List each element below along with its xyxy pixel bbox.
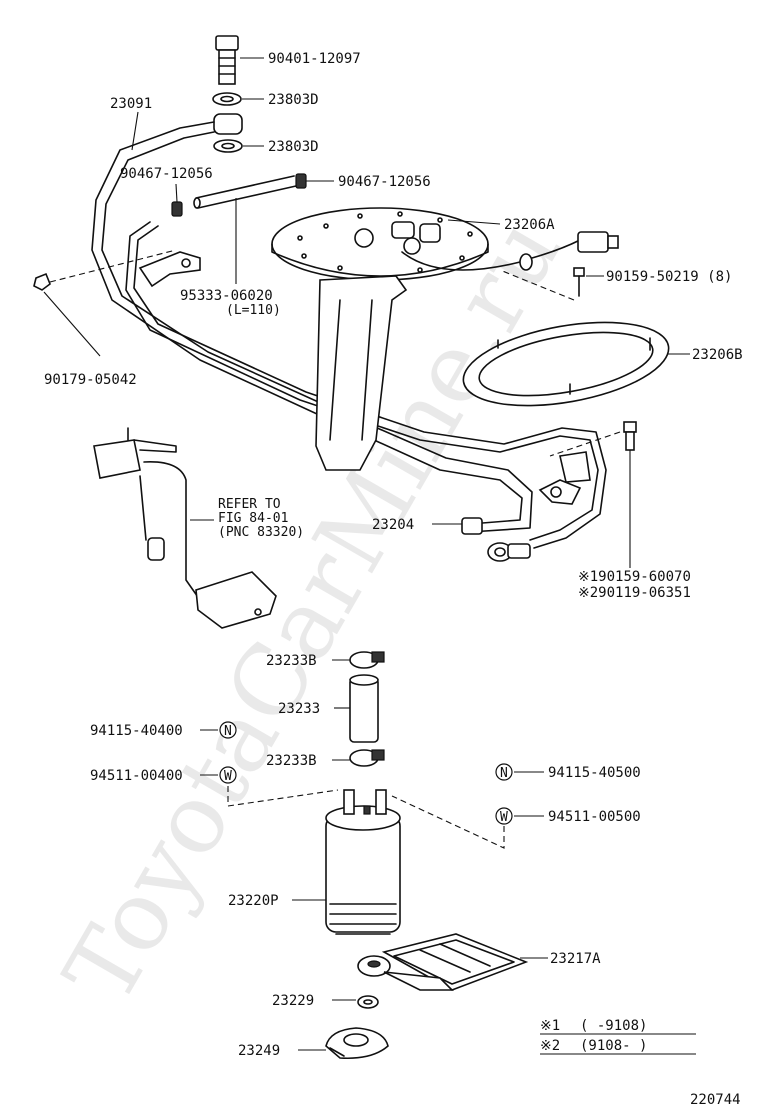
union-bolt	[215, 35, 239, 85]
label-gasket-lower: 23803D	[268, 139, 319, 155]
nut-left-symbol	[219, 721, 237, 739]
diagram-code: 220744	[690, 1092, 741, 1108]
connector	[519, 231, 619, 271]
label-clamp-lower: 23233B	[266, 753, 317, 769]
legend: ※1 ( -9108) ※2 (9108- )	[540, 1018, 696, 1055]
pipe-end-fitting	[487, 542, 531, 562]
nut-right-symbol	[495, 763, 513, 781]
label-screw: 90159-50219 (8)	[606, 269, 732, 285]
label-gasket-upper: 23803D	[268, 92, 319, 108]
watermark: ToyotaCarMine.ru	[43, 199, 582, 1021]
legend-row2-range: (9108- )	[580, 1038, 647, 1054]
label-pump-hose: 23233	[278, 701, 320, 717]
gasket-upper	[212, 92, 242, 106]
hose-clamp-lower	[349, 749, 385, 767]
label-refer-line1: REFER TO	[218, 497, 281, 512]
nut-right-symbol-text: N	[500, 766, 508, 781]
fuel-sender-gauge	[93, 427, 277, 629]
label-bolt-var2: ※290119-06351	[578, 585, 691, 601]
label-filter: 23217A	[550, 951, 601, 967]
label-bolt: 90401-12097	[268, 51, 361, 67]
clip-left	[171, 201, 183, 217]
label-clip-right: 90467-12056	[338, 174, 431, 190]
label-spacer: 23229	[272, 993, 314, 1009]
label-cushion: 23249	[238, 1043, 280, 1059]
fuel-hose	[193, 175, 297, 209]
legend-row1-range: ( -9108)	[580, 1018, 647, 1034]
label-hose-length: (L=110)	[226, 303, 281, 318]
fuel-tube	[91, 121, 533, 535]
washer-right-symbol	[495, 807, 513, 825]
pipe-bracket	[138, 251, 591, 505]
washer-left-symbol-text: W	[224, 769, 232, 784]
washer-right-symbol-text: W	[500, 810, 508, 825]
bracket-stay	[315, 275, 408, 471]
label-washer-left: 94511-00400	[90, 768, 183, 784]
spacer	[357, 995, 379, 1009]
label-gasket-plate: 23206B	[692, 347, 743, 363]
stay-bolt	[623, 421, 637, 451]
gasket-lower	[213, 139, 243, 153]
fuel-pump	[325, 789, 401, 935]
label-washer-right: 94511-00500	[548, 809, 641, 825]
label-plate: 23206A	[504, 217, 555, 233]
nut-left-symbol-text: N	[224, 724, 232, 739]
label-nut-right: 94115-40500	[548, 765, 641, 781]
legend-row2-mark: ※2	[540, 1038, 560, 1054]
clamp-nut	[33, 272, 51, 291]
label-bolt-var1: ※190159-60070	[578, 569, 691, 585]
label-hose: 95333-06020	[180, 288, 273, 304]
plate-screw	[573, 267, 585, 297]
label-clamp-upper: 23233B	[266, 653, 317, 669]
sender-plate	[271, 207, 521, 281]
label-clamp-nut: 90179-05042	[44, 372, 137, 388]
label-refer-line3: (PNC 83320)	[218, 525, 304, 540]
plate-gasket	[462, 321, 670, 407]
pump-hose	[349, 674, 379, 743]
label-nut-left: 94115-40400	[90, 723, 183, 739]
clip-right	[295, 173, 307, 189]
label-pump: 23220P	[228, 893, 279, 909]
pump-cushion	[325, 1027, 389, 1060]
legend-row1-mark: ※1	[540, 1018, 560, 1034]
label-fuel-tube: 23091	[110, 96, 152, 112]
pump-filter	[357, 933, 529, 991]
label-pipe-assy: 23204	[372, 517, 414, 533]
label-refer-line2: FIG 84-01	[218, 511, 288, 526]
union-fitting	[213, 113, 243, 135]
hose-clamp-upper	[349, 651, 385, 669]
label-clip-left: 90467-12056	[120, 166, 213, 182]
washer-left-symbol	[219, 766, 237, 784]
return-tube	[125, 221, 607, 549]
